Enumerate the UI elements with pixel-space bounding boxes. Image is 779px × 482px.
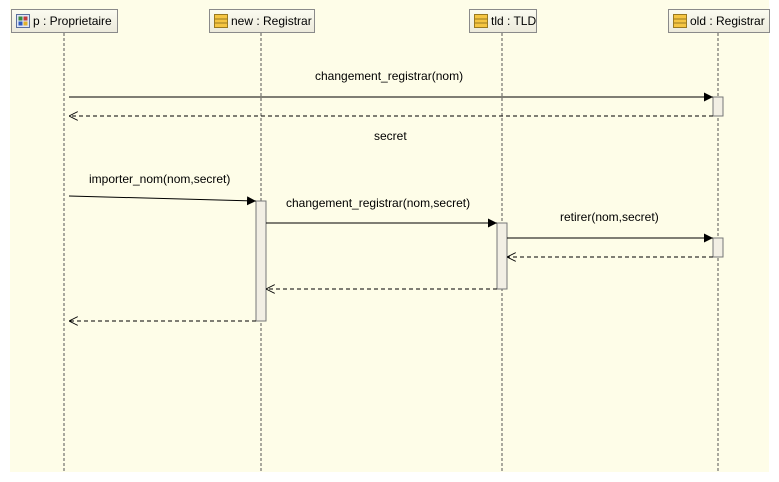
message-arrow[interactable]: [68, 195, 257, 206]
activation-tld: [496, 222, 508, 290]
lifeline-tld[interactable]: tld : TLD: [469, 9, 537, 33]
class-icon: [214, 14, 228, 28]
class-icon: [673, 14, 687, 28]
lifeline-label: tld : TLD: [491, 14, 537, 28]
message-label: importer_nom(nom,secret): [89, 172, 231, 186]
class-icon: [474, 14, 488, 28]
message-label: retirer(nom,secret): [560, 210, 659, 224]
activation-new: [255, 200, 267, 322]
message-label: changement_registrar(nom): [315, 69, 464, 83]
activation-old-1: [712, 96, 724, 117]
lifeline-old-registrar[interactable]: old : Registrar: [668, 9, 770, 33]
message-label: secret: [374, 129, 407, 143]
lifeline-label: old : Registrar: [690, 14, 765, 28]
activation-old-2: [712, 237, 724, 258]
lifeline-label: p : Proprietaire: [33, 14, 112, 28]
actor-icon: [16, 14, 30, 28]
diagram-canvas: [10, 0, 769, 472]
lifeline-label: new : Registrar: [231, 14, 312, 28]
lifeline-new-registrar[interactable]: new : Registrar: [209, 9, 315, 33]
message-label: changement_registrar(nom,secret): [286, 196, 471, 210]
lifeline-proprietaire[interactable]: p : Proprietaire: [11, 9, 118, 33]
